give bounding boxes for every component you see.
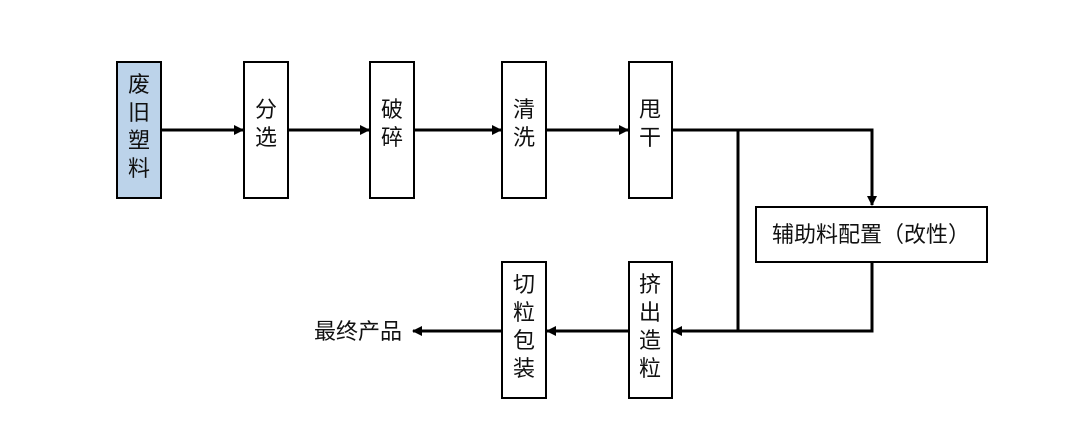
final-product-label: 最终产品 [314,320,402,345]
arrow-n6-n7 [672,262,874,336]
node-sorting-label: 分选 [255,98,277,151]
node-extrusion-pelletizing-label: 挤出造粒 [639,273,661,382]
node-crushing-label: 破碎 [381,98,403,151]
node-crushing: 破碎 [369,61,415,199]
node-drying-label: 甩干 [639,98,661,151]
node-cutting-packaging: 切粒包装 [501,261,547,399]
node-additive-config-label: 辅助料配置（改性） [772,223,970,248]
node-drying: 甩干 [628,61,673,199]
node-sorting: 分选 [243,61,289,199]
arrow-n5-n6 [672,128,877,206]
node-additive-config: 辅助料配置（改性） [755,206,988,263]
node-washing: 清洗 [501,61,547,199]
node-extrusion-pelletizing: 挤出造粒 [628,261,673,399]
connectors [161,125,877,336]
node-waste-plastic-label: 废旧塑料 [128,73,150,182]
node-cutting-packaging-label: 切粒包装 [513,273,535,382]
node-waste-plastic: 废旧塑料 [116,61,162,199]
node-washing-label: 清洗 [513,98,535,151]
